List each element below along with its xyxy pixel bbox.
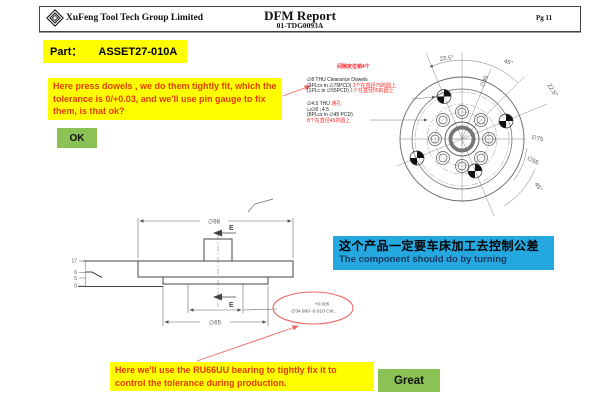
height-17: 17 — [71, 259, 77, 265]
section-e-top: E — [213, 225, 236, 237]
hole-line1: ∅4.5 THU — [307, 101, 330, 107]
center-hub — [444, 121, 480, 157]
clearance-dowel-callout: ∅8 THU Clearance Dowels (3PLcs in ∅75PCD… — [307, 77, 397, 95]
dim-pcd75: ∅75 — [531, 134, 545, 143]
height-5: 5 — [74, 276, 77, 282]
note-arrow-top — [282, 85, 311, 97]
hole-line4-cn: 8个在直径45的圆上 — [307, 117, 351, 124]
hole-line1-cn: 通孔 — [331, 101, 342, 107]
part-label-prefix: Part： — [50, 46, 83, 58]
dim-angle-bottom: 45° — [533, 182, 543, 193]
dowel-markers — [409, 89, 514, 179]
clearance-dowel-line1: (3PLcs in ∅75PCD) — [307, 82, 352, 89]
company-name: XuFeng Tool Tech Group Limited — [66, 13, 204, 23]
dim-dia65: ∅65 — [209, 320, 222, 327]
report-title: DFM Report — [264, 8, 336, 23]
height-6: 6 — [74, 270, 77, 276]
clearance-dowel-line2-cn: 1个在直径55的圆上 — [350, 88, 394, 95]
counterbore-hole-callout: ∅4.5 THU 通孔 ⊔∅8 ↓4.5 (8PLcs in ∅45 PCD) … — [307, 101, 353, 124]
tolerance-upper: +0.005 — [315, 302, 330, 308]
circular-view: 22.5° 45° ∅45 22.5° ∅75 ∅55 45° — [369, 51, 559, 217]
clearance-dowel-line1-cn: 3个在直径75的圆上 — [352, 82, 397, 89]
document-number: 01-TDG0093A — [276, 21, 324, 30]
surface-finish-icon — [247, 198, 274, 213]
hole-line3: (8PLcs in ∅45 PCD) — [307, 112, 353, 119]
bearing-note: Here we'll use the RU66UU bearing to tig… — [110, 362, 374, 392]
part-number: ASSET27-010A — [98, 46, 178, 58]
turning-note-chinese: 这个产品一定要车床加工去控制公差 — [339, 239, 540, 253]
dim-angle-left: 22.5° — [440, 55, 455, 63]
turning-note: 这个产品一定要车床加工去控制公差 The component should do… — [333, 236, 554, 270]
svg-text:E: E — [229, 302, 234, 309]
header — [39, 6, 581, 32]
part-label: Part： ASSET27-010A — [43, 40, 188, 63]
tolerance-dim: ∅34.990 -0.010 Crit. — [291, 309, 335, 315]
pin-count-note: 间隙定位销4个 — [337, 64, 370, 70]
dim-dia98: ∅98 — [208, 219, 221, 226]
dim-pcd55: ∅55 — [526, 155, 540, 167]
dim-angle-top: 45° — [503, 59, 514, 67]
hole-line2: ⊔∅8 ↓4.5 — [307, 106, 329, 113]
clearance-dowel-title: ∅8 THU Clearance Dowels — [307, 77, 368, 83]
note-arrow-bottom — [196, 325, 299, 362]
great-button[interactable]: Great — [378, 369, 440, 392]
svg-text:E: E — [229, 225, 234, 232]
company-logo-icon — [46, 9, 64, 27]
height-0: 0 — [74, 284, 77, 290]
ok-button[interactable]: OK — [57, 128, 97, 148]
critical-dim-ellipse — [272, 291, 354, 325]
turning-note-english: The component should do by turning — [339, 254, 507, 265]
page-number: Pg 11 — [536, 14, 553, 22]
side-view: ∅98 ∅65 +0.005 ∅34.990 -0.010 Crit. — [71, 198, 354, 327]
bolt-holes — [428, 105, 496, 173]
clearance-dowel-line2: (1PLc in ∅55PCD) — [307, 88, 349, 95]
section-e-bottom: E — [213, 293, 236, 309]
dim-pcd45: ∅45 — [479, 74, 490, 88]
dim-angle-right: 22.5° — [546, 83, 559, 99]
dowel-note: Here press dowels , we do them tightly f… — [48, 78, 282, 120]
header-divider — [39, 32, 581, 33]
